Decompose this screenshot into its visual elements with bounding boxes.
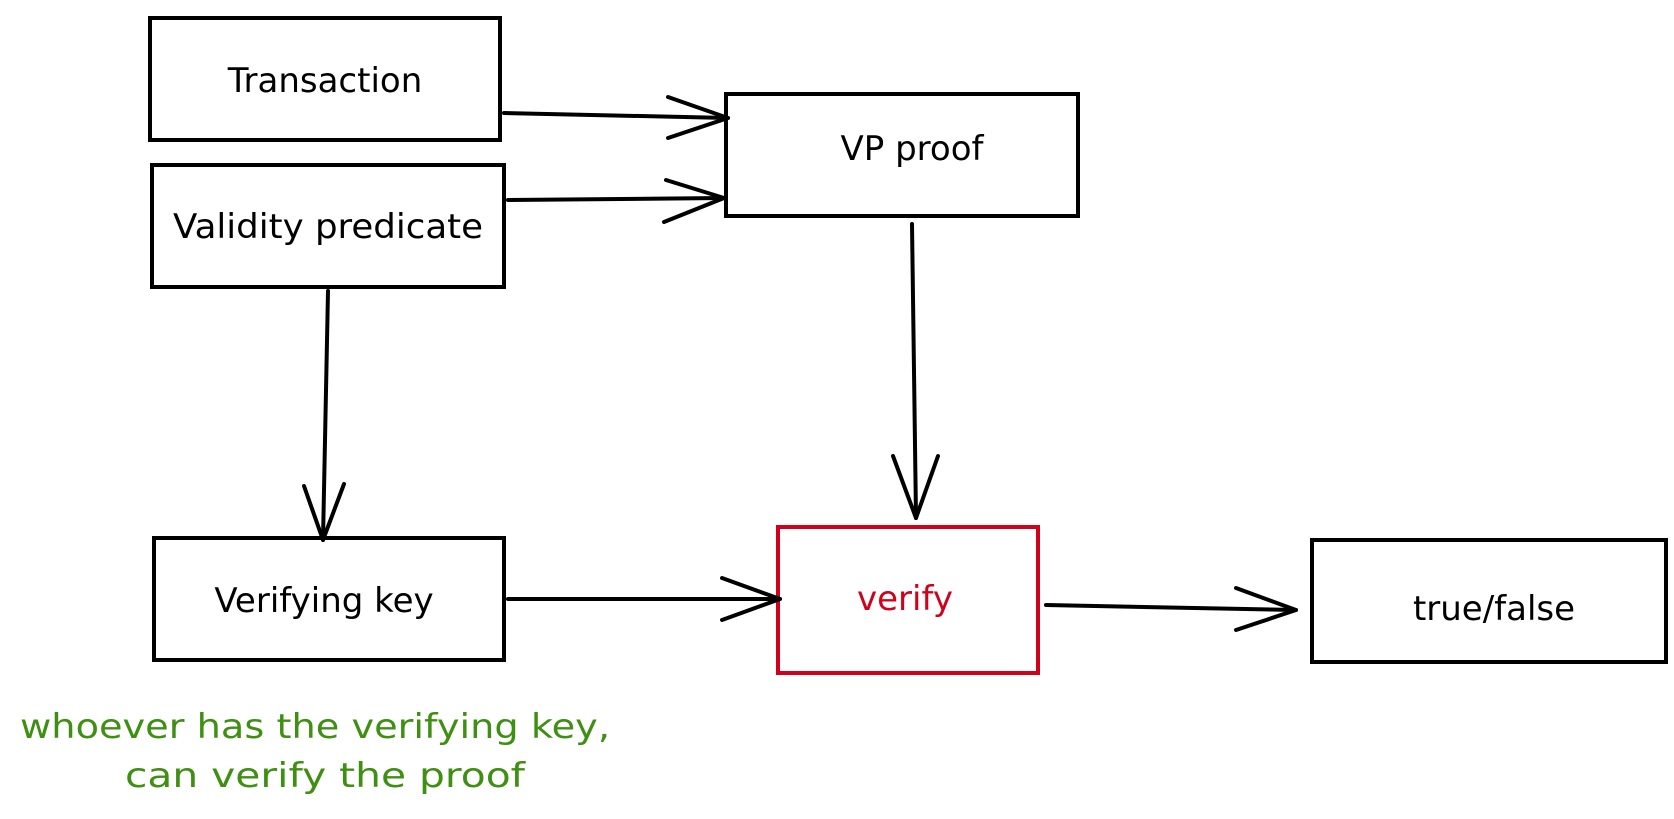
node-validity-predicate: Validity predicate: [150, 163, 506, 289]
node-transaction: Transaction: [148, 16, 502, 142]
node-validity-predicate-box: [150, 163, 506, 289]
node-validity-predicate-label: Validity predicate: [173, 207, 483, 247]
arrow-transaction-to-vp-proof: [502, 95, 730, 140]
arrow-validity-predicate-to-verifying-key: [302, 289, 346, 542]
arrow-verify-to-result: [1044, 586, 1298, 632]
node-vp-proof-box: [724, 92, 1080, 218]
arrow-verifying-key-to-verify: [506, 576, 782, 622]
node-verifying-key-label: Verifying key: [214, 581, 433, 621]
node-vp-proof-label: VP proof: [841, 129, 985, 169]
arrow-validity-predicate-to-vp-proof: [506, 178, 726, 224]
node-result-box: [1310, 538, 1668, 664]
node-verifying-key-box: [152, 536, 506, 662]
node-transaction-label: Transaction: [227, 61, 423, 101]
annotation-note: whoever has the verifying key, can verif…: [20, 707, 610, 796]
annotation-note-line1: whoever has the verifying key,: [20, 707, 610, 747]
node-verifying-key: Verifying key: [152, 536, 506, 662]
node-result: true/false: [1310, 538, 1668, 664]
arrow-vp-proof-to-verify: [891, 222, 940, 520]
node-verify-label: verify: [857, 579, 953, 619]
node-transaction-box: [148, 16, 502, 142]
node-result-label: true/false: [1413, 589, 1575, 629]
edges: [302, 95, 1298, 632]
annotation-note-line2: can verify the proof: [125, 756, 526, 796]
node-verify: verify: [776, 525, 1040, 675]
node-vp-proof: VP proof: [724, 92, 1080, 218]
